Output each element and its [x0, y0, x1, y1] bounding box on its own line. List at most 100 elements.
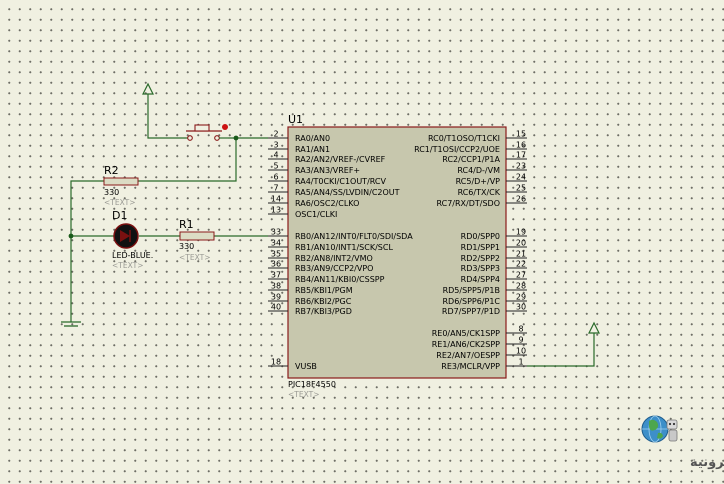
pin-name: RB0/AN12/INT0/FLT0/SDI/SDA	[295, 232, 413, 241]
wires	[70, 97, 595, 367]
pin-number: 36	[271, 260, 281, 269]
pin-number: 30	[516, 303, 526, 312]
pin-name: RC0/T1OSO/T1CKI	[428, 134, 500, 143]
pin-number: 6	[273, 173, 278, 182]
pin-number: 15	[516, 130, 526, 139]
chip-body-u1[interactable]	[287, 126, 507, 379]
r1-ref-label: R1	[179, 218, 194, 231]
pin-number: 2	[273, 130, 278, 139]
pin-name: RC5/D+/VP	[456, 177, 501, 186]
pin-name: RB5/KBI1/PGM	[295, 286, 353, 295]
pin-number: 4	[273, 151, 278, 160]
pin-name: VUSB	[295, 362, 317, 371]
pin-name: RC7/RX/DT/SDO	[436, 199, 500, 208]
pin-number: 38	[271, 282, 281, 291]
push-button-switch[interactable]	[186, 124, 228, 141]
pin-name: RD4/SPP4	[461, 275, 500, 284]
pin-number: 14	[271, 195, 281, 204]
watermark-logo: القرية الالكترونية	[641, 415, 724, 470]
pin-number: 39	[271, 293, 281, 302]
pin-name: RA4/T0CKI/C1OUT/RCV	[295, 177, 387, 186]
chip-ref-label: U1	[288, 113, 303, 126]
pin-number: 25	[516, 184, 526, 193]
d1-ref-label: D1	[112, 209, 127, 222]
pin-number: 13	[271, 206, 281, 215]
pin-name: RC2/CCP1/P1A	[442, 155, 500, 164]
pin-name: RB7/KBI3/PGD	[295, 307, 352, 316]
r2-text-placeholder: <TEXT>	[104, 198, 135, 207]
pin-number: 28	[516, 282, 526, 291]
pin-name: RB1/AN10/INT1/SCK/SCL	[295, 243, 393, 252]
pin-name: RD2/SPP2	[461, 254, 500, 263]
pin-number: 17	[516, 151, 526, 160]
pin-number: 7	[273, 184, 278, 193]
pin-number: 1	[518, 358, 523, 367]
pin-number: 22	[516, 260, 526, 269]
pin-name: RE0/AN5/CK1SPP	[432, 329, 500, 338]
wire-r2-to-ground	[70, 180, 104, 322]
pin-name: RB2/AN8/INT2/VMO	[295, 254, 373, 263]
r2-ref-label: R2	[104, 164, 119, 177]
pin-name: RC6/TX/CK	[458, 188, 501, 197]
power-terminal-right[interactable]	[588, 321, 600, 334]
resistor-r2[interactable]	[103, 177, 139, 186]
resistor-r1[interactable]	[179, 231, 215, 241]
pin-number: 8	[518, 325, 523, 334]
power-terminal-left[interactable]	[142, 82, 154, 97]
pin-number: 18	[271, 358, 281, 367]
pin-number: 19	[516, 228, 526, 237]
pin-name: RD5/SPP5/P1B	[443, 286, 500, 295]
pin-number: 10	[516, 347, 526, 356]
pin-name: OSC1/CLKI	[295, 210, 337, 219]
pin-name: RC4/D-/VM	[457, 166, 500, 175]
pin-name: RE3/MCLR/VPP	[441, 362, 500, 371]
pin-name: RA6/OSC2/CLKO	[295, 199, 359, 208]
ground-symbol[interactable]	[61, 321, 81, 327]
pin-name: RA2/AN2/VREF-/CVREF	[295, 155, 386, 164]
r1-text-placeholder: <TEXT>	[179, 253, 210, 262]
pin-name: RD6/SPP6/P1C	[442, 297, 500, 306]
wire-mclr-to-power	[527, 333, 595, 367]
led-d1[interactable]	[113, 223, 139, 249]
chip-part-label: PIC18F4550	[288, 380, 336, 389]
pin-name: RD7/SPP7/P1D	[442, 307, 500, 316]
pin-number: 40	[271, 303, 281, 312]
pin-number: 37	[271, 271, 281, 280]
pin-number: 26	[516, 195, 526, 204]
pin-number: 29	[516, 293, 526, 302]
pin-name: RA5/AN4/SS/LVDIN/C2OUT	[295, 188, 400, 197]
pin-name: RA3/AN3/VREF+	[295, 166, 360, 175]
pin-number: 5	[273, 162, 278, 171]
pin-number: 34	[271, 239, 281, 248]
pin-name: RD1/SPP1	[461, 243, 500, 252]
pin-name: RC1/T1OSI/CCP2/UOE	[414, 145, 500, 154]
pin-number: 33	[271, 228, 281, 237]
junction-dot	[68, 233, 74, 239]
pin-number: 21	[516, 250, 526, 259]
pin-number: 16	[516, 141, 526, 150]
wire-ra0-to-r2	[138, 138, 237, 182]
pin-name: RD3/SPP3	[461, 264, 500, 273]
chip-text-placeholder: <TEXT>	[288, 390, 319, 399]
r2-value-label: 330	[104, 188, 119, 197]
pin-name: RE1/AN6/CK2SPP	[432, 340, 500, 349]
switch-actuator-dot[interactable]	[222, 124, 228, 130]
pin-number: 20	[516, 239, 526, 248]
pin-name: RB3/AN9/CCP2/VPO	[295, 264, 373, 273]
pin-name: RD0/SPP0	[461, 232, 500, 241]
pin-name: RB4/AN11/KBI0/CSSPP	[295, 275, 385, 284]
pin-number: 9	[518, 336, 523, 345]
pin-name: RE2/AN7/OESPP	[436, 351, 500, 360]
d1-value-label: LED-BLUE.	[112, 251, 153, 260]
pin-name: RA0/AN0	[295, 134, 330, 143]
pin-number: 24	[516, 173, 526, 182]
pin-number: 23	[516, 162, 526, 171]
wire-power-to-switch	[147, 97, 186, 139]
r1-value-label: 330	[179, 242, 194, 251]
pin-number: 27	[516, 271, 526, 280]
globe-robot-icon	[641, 415, 678, 443]
d1-text-placeholder: <TEXT>	[112, 261, 143, 270]
pin-name: RA1/AN1	[295, 145, 330, 154]
